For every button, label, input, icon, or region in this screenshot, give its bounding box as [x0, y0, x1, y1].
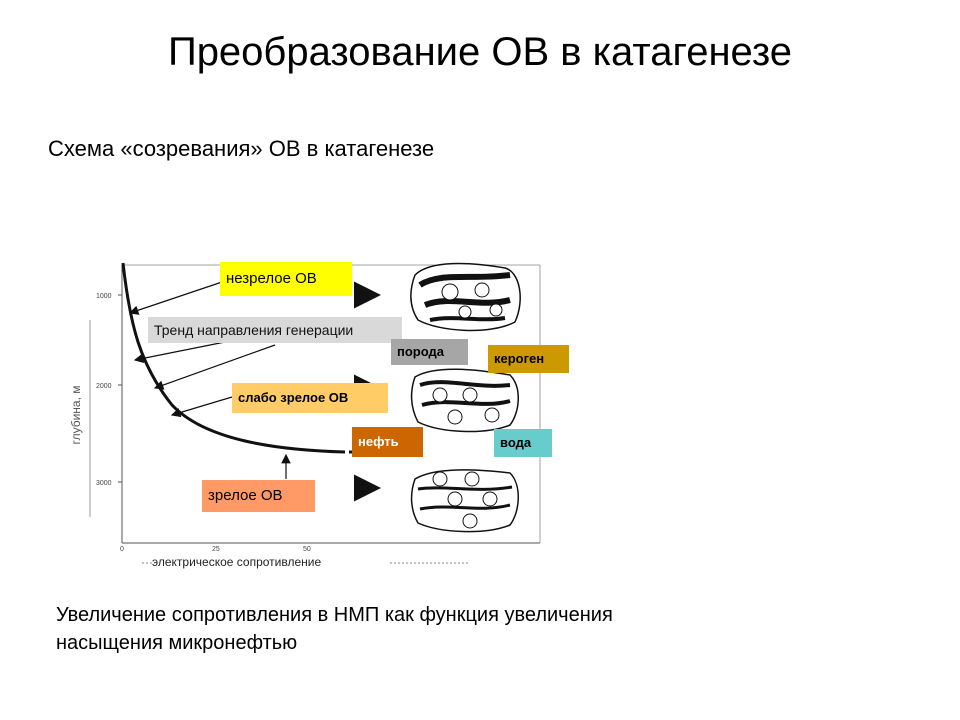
slide-title: Преобразование ОВ в катагенезе [167, 30, 793, 74]
rock-sketch-weakly-mature [410, 368, 519, 433]
caption-line-2: насыщения микронефтью [56, 632, 298, 654]
rock-sketch-immature [410, 262, 521, 332]
label-kerogen: кероген [488, 345, 569, 373]
x-tick-0: 0 [120, 546, 124, 553]
arrow-immature [128, 280, 226, 315]
y-tick-3000: 3000 [96, 480, 112, 487]
maturation-diagram: 1000 2000 3000 0 25 50 глубина, м [69, 262, 541, 564]
arrow-trend [133, 341, 226, 364]
x-tick-50: 50 [303, 546, 311, 553]
caption-line-1: Увеличение сопротивления в НМП как функц… [56, 604, 613, 626]
y-axis-label: глубина, м [69, 385, 83, 444]
x-axis-label: электрическое сопротивление [152, 555, 322, 569]
y-tick-1000: 1000 [96, 293, 112, 300]
label-trend: Тренд направления генерации [148, 317, 402, 343]
label-immature-ov: незрелое ОВ [220, 262, 352, 296]
slide-subtitle: Схема «созревания» ОВ в катагенезе [48, 136, 435, 161]
label-oil: нефть [352, 427, 423, 457]
maturity-curve [121, 262, 346, 454]
x-tick-25: 25 [212, 546, 220, 553]
arrow-trend-2 [153, 344, 276, 390]
maturation-figure: 1000 2000 3000 0 25 50 глубина, м [60, 255, 580, 585]
label-rock: порода [391, 339, 468, 365]
label-water: вода [494, 429, 552, 457]
y-tick-2000: 2000 [96, 383, 112, 390]
arrow-weakly-mature [170, 396, 233, 418]
label-mature-ov: зрелое ОВ [202, 480, 315, 512]
slide-caption: Увеличение сопротивления в НМП как функц… [56, 601, 776, 657]
label-weakly-mature-ov: слабо зрелое ОВ [232, 383, 388, 413]
rock-sketch-mature [410, 469, 519, 533]
